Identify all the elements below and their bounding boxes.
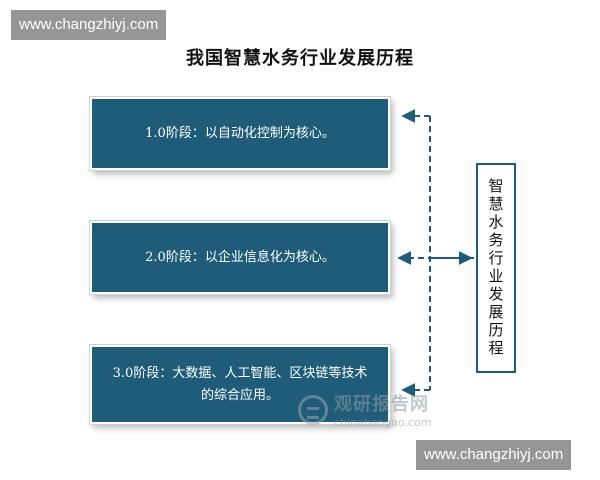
stage-box-2: 2.0阶段：以企业信息化为核心。 bbox=[89, 220, 391, 295]
side-label-text: 智慧水务行业发展历程 bbox=[486, 178, 505, 358]
logo-site: chinabaogao.com bbox=[334, 416, 432, 429]
watermark-bottom: www.changzhiyj.com bbox=[416, 440, 572, 470]
stage-3-text: 3.0阶段：大数据、人工智能、区块链等技术的综合应用。 bbox=[112, 365, 368, 403]
logo-icon bbox=[298, 394, 328, 425]
side-label-box: 智慧水务行业发展历程 bbox=[476, 163, 516, 373]
stage-1-text: 1.0阶段：以自动化控制为核心。 bbox=[145, 125, 335, 141]
diagram-title: 我国智慧水务行业发展历程 bbox=[186, 48, 414, 69]
stage-box-1: 1.0阶段：以自动化控制为核心。 bbox=[89, 96, 391, 171]
watermark-top: www.changzhiyj.com bbox=[11, 10, 167, 40]
logo-watermark: 观研报告网 chinabaogao.com bbox=[298, 390, 432, 429]
stage-2-text: 2.0阶段：以企业信息化为核心。 bbox=[145, 249, 335, 265]
logo-name: 观研报告网 bbox=[334, 394, 429, 415]
stage-box-3: 3.0阶段：大数据、人工智能、区块链等技术的综合应用。 bbox=[89, 344, 391, 425]
